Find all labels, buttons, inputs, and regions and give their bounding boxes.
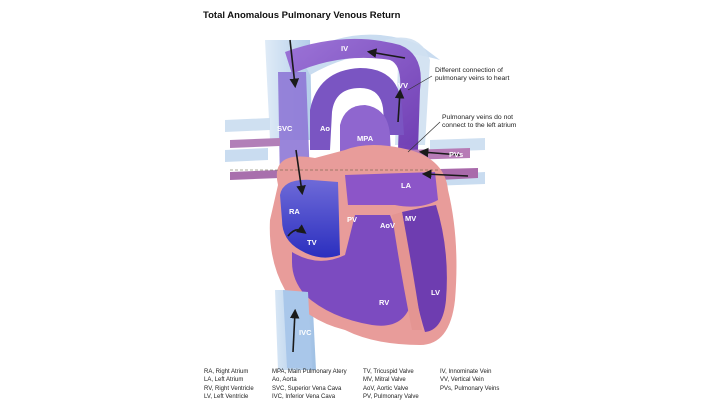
legend-item: MPA, Main Pulmonary Atery	[272, 369, 347, 375]
diagram-title: Total Anomalous Pulmonary Venous Return	[203, 10, 401, 21]
label-mv: MV	[405, 214, 416, 223]
blood-flow-arrows	[287, 39, 469, 353]
legend-item: RV, Right Ventricle	[204, 385, 254, 392]
label-ao: Ao	[320, 124, 330, 133]
legend-item: VV, Vertical Vein	[440, 377, 484, 384]
legend-item: PVs, Pulmonary Veins	[440, 385, 500, 392]
legend-column-1: RA, Right Atrium LA, Left Atrium RV, Rig…	[204, 368, 254, 401]
left-ventricle	[402, 205, 447, 332]
label-la: LA	[401, 181, 412, 190]
aortic-arch	[310, 68, 404, 150]
legend-item: Ao, Aorta	[272, 377, 297, 384]
label-mpa: MPA	[357, 134, 374, 143]
legend-item: LV, Left Ventricle	[204, 393, 249, 400]
callout-leader-1	[407, 75, 433, 91]
legend-item: MV, Mitral Valve	[363, 377, 406, 384]
legend-item: IV, Innominate Vein	[440, 369, 492, 375]
label-aov: AoV	[380, 221, 395, 230]
legend-item: LA, Left Atrium	[204, 377, 244, 384]
legend-item: RA, Right Atrium	[204, 369, 249, 375]
ventricular-septum	[392, 212, 422, 330]
innominate-vertical-vein	[285, 38, 421, 151]
callout-different-connection: Different connection of pulmonary veins …	[435, 67, 545, 83]
label-pv: PV	[347, 215, 357, 224]
label-ra: RA	[289, 207, 300, 216]
callout-no-left-atrium: Pulmonary veins do not connect to the le…	[442, 114, 552, 130]
legend-item: SVC, Superior Vena Cava	[272, 385, 342, 392]
left-atrium	[345, 172, 438, 207]
callout-2-line-1: Pulmonary veins do not	[442, 114, 514, 121]
legend-item: TV, Tricuspid Valve	[363, 369, 414, 375]
callout-1-line-2: pulmonary veins to heart	[435, 75, 510, 82]
legend-item: PV, Pulmonary Valve	[363, 393, 419, 400]
label-svc: SVC	[277, 124, 293, 133]
right-atrium	[280, 179, 340, 258]
label-pvs: PVs	[449, 150, 463, 159]
legend-column-4: IV, Innominate Vein VV, Vertical Vein PV…	[440, 368, 499, 393]
legend-column-3: TV, Tricuspid Valve MV, Mitral Valve AoV…	[363, 368, 419, 401]
right-ventricle	[292, 215, 412, 326]
callout-1-line-1: Different connection of	[435, 67, 503, 74]
legend-item: AoV, Aortic Valve	[363, 385, 409, 392]
callout-leader-2	[407, 121, 441, 153]
callout-2-line-2: connect to the left atrium	[442, 122, 517, 129]
legend-item: IVC, Inferior Vena Cava	[272, 393, 336, 400]
label-ivc: IVC	[299, 328, 312, 337]
label-rv: RV	[379, 298, 389, 307]
label-lv: LV	[431, 288, 440, 297]
label-iv: IV	[341, 44, 348, 53]
label-vv: VV	[398, 81, 408, 90]
legend-column-2: MPA, Main Pulmonary Atery Ao, Aorta SVC,…	[272, 368, 347, 401]
label-tv: TV	[307, 238, 317, 247]
